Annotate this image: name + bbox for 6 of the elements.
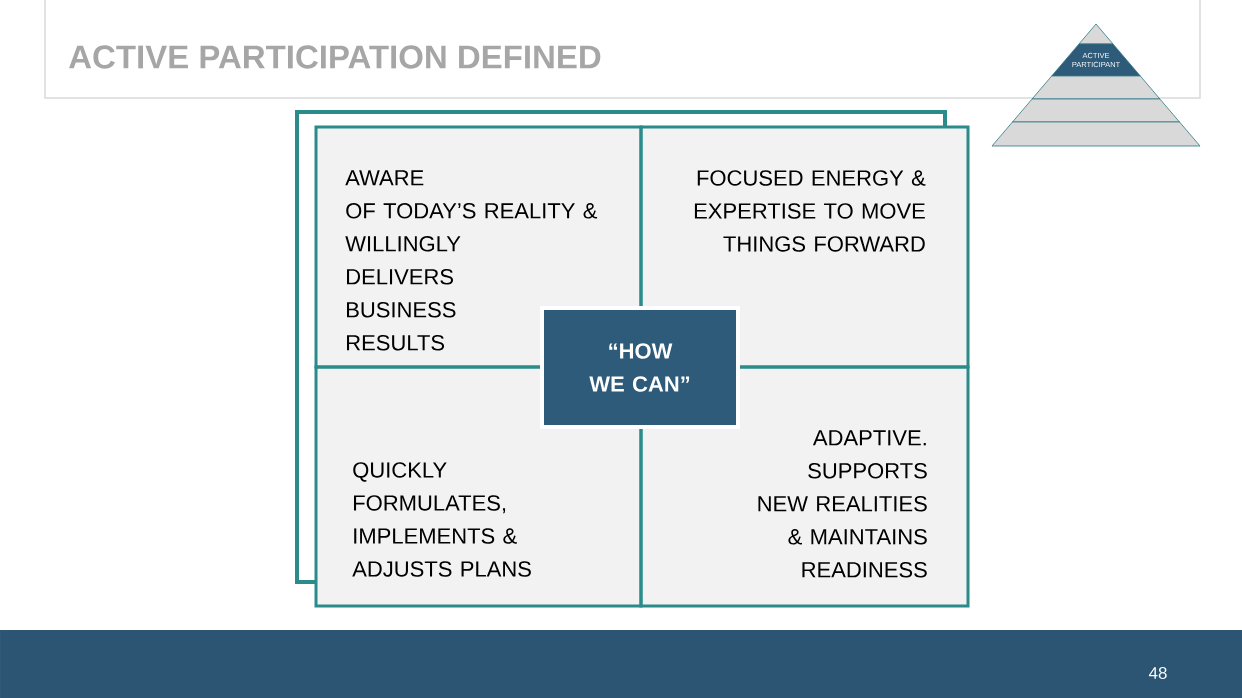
footer-band: 48 xyxy=(0,630,1242,698)
pyramid-tier xyxy=(1078,23,1114,45)
pyramid-tier xyxy=(1031,75,1161,100)
pyramid-tier xyxy=(1012,98,1180,123)
pyramid-tier xyxy=(991,121,1201,147)
center-box: “HOW WE CAN” xyxy=(540,306,740,429)
